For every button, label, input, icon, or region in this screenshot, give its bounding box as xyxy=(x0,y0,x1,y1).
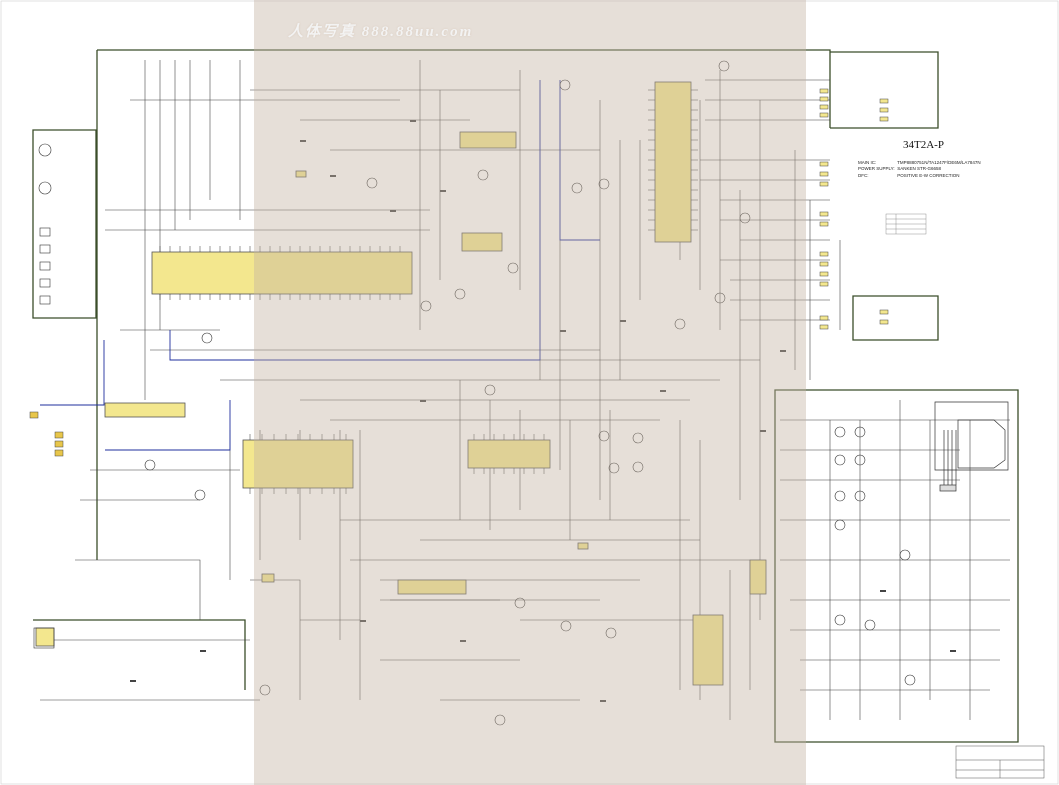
note-row-main-ic: MAIN IC: TMP8880751N/TA1247F/DE6M/LA7847… xyxy=(858,160,981,166)
ic-power xyxy=(35,627,55,647)
note-value: SANKEN STR-G6658 xyxy=(897,166,942,172)
blue-wires xyxy=(40,80,600,451)
ic-small-b xyxy=(577,542,589,550)
ic-relay xyxy=(749,559,767,595)
ic-audio xyxy=(104,402,186,418)
ic-video xyxy=(467,439,551,469)
title-block xyxy=(955,745,1045,779)
spec-notes: MAIN IC: TMP8880751N/TA1247F/DE6M/LA7847… xyxy=(858,160,981,179)
notes-table xyxy=(885,213,927,235)
note-row-power: POWER SUPPLY: SANKEN STR-G6658 xyxy=(858,166,981,172)
ic-chroma xyxy=(461,232,503,252)
watermark-text: 人体写真 888.88uu.com xyxy=(288,24,474,40)
ic-tuner xyxy=(459,131,517,149)
note-key: POWER SUPPLY: xyxy=(858,166,895,172)
note-key: DFC: xyxy=(858,172,869,178)
ic-right xyxy=(654,81,692,243)
note-key: MAIN IC: xyxy=(858,160,877,165)
photo-overlay xyxy=(254,0,806,785)
bus-lines xyxy=(32,49,1019,743)
note-value: TMP8880751N/TA1247F/DE6M/LA7847N xyxy=(897,160,981,165)
ic-deflection xyxy=(242,439,354,489)
ic-vertical xyxy=(397,579,467,595)
left-connectors xyxy=(33,143,55,649)
ic-blocks xyxy=(35,81,767,686)
ic-bottom xyxy=(692,614,724,686)
passive-components xyxy=(130,120,956,702)
ic-pins xyxy=(159,89,698,494)
crt-socket xyxy=(934,401,1009,492)
model-title: 34T2A-P xyxy=(903,139,944,151)
ic-small-c xyxy=(295,170,307,178)
right-connectors xyxy=(819,88,889,330)
transistors xyxy=(144,60,916,726)
av-jacks xyxy=(29,411,64,457)
ic-main xyxy=(151,251,413,295)
note-value: POSITIVE E-W CORRECTION xyxy=(897,172,960,178)
ic-small-a xyxy=(261,573,275,583)
note-row-dfc: DFC: POSITIVE E-W CORRECTION xyxy=(858,173,981,179)
